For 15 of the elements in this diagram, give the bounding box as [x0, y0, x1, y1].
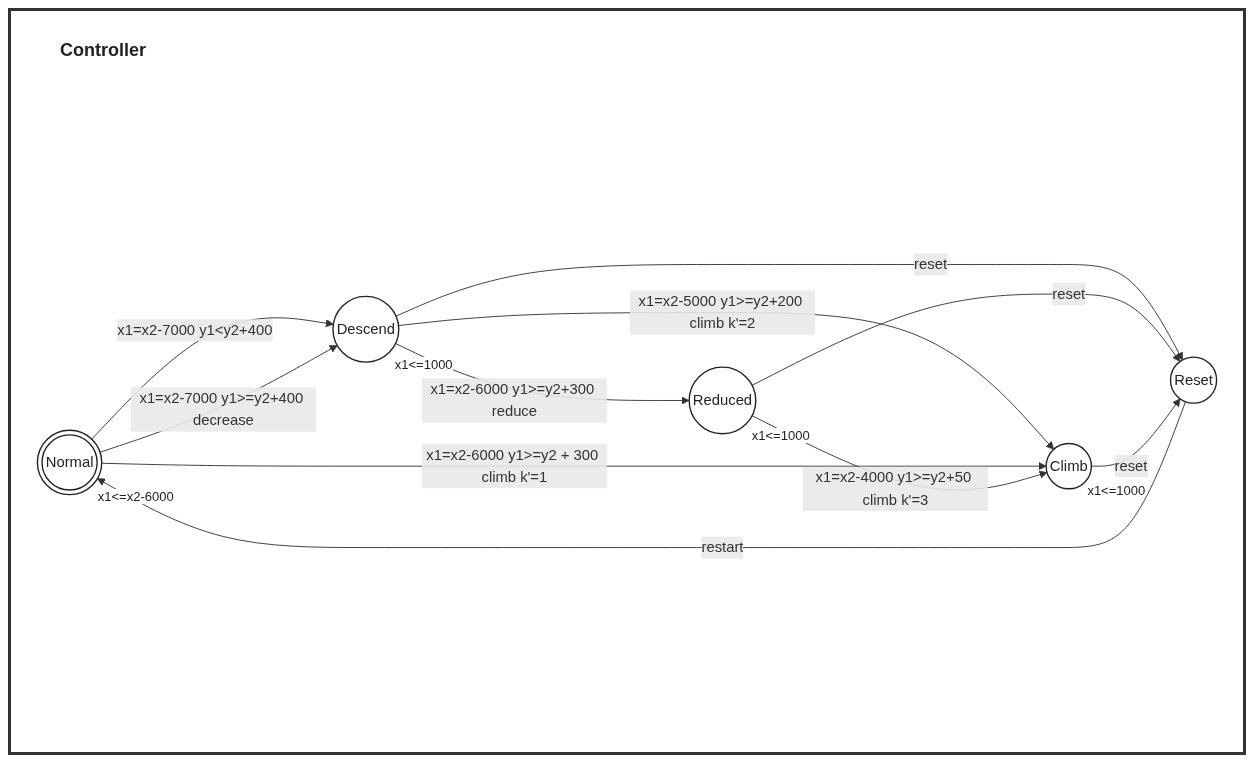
- edge-label: x1=x2-7000 y1<y2+400: [117, 322, 273, 339]
- diagram-title: Controller: [60, 40, 146, 61]
- invariant-label: x1<=x2-6000: [97, 489, 174, 505]
- node-circle: Reset: [1169, 356, 1218, 405]
- edge-label: x1=x2-6000 y1>=y2+300 reduce: [430, 381, 595, 420]
- edge-label: x1=x2-7000 y1>=y2+400 decrease: [139, 390, 304, 429]
- edge-label: restart: [701, 539, 744, 556]
- edge-label: x1=x2-5000 y1>=y2+200 climb k'=2: [638, 293, 803, 332]
- edge-label: reset: [1052, 286, 1086, 302]
- invariant-label: x1<=1000: [394, 356, 453, 372]
- edge-label: x1=x2-6000 y1>=y2 + 300 climb k'=1: [426, 447, 599, 486]
- invariant-label: x1<=1000: [751, 428, 810, 444]
- edge-label: reset: [914, 256, 948, 273]
- edge-label: x1=x2-4000 y1>=y2+50 climb k'=3: [815, 469, 972, 508]
- edge-label: reset: [1114, 458, 1148, 475]
